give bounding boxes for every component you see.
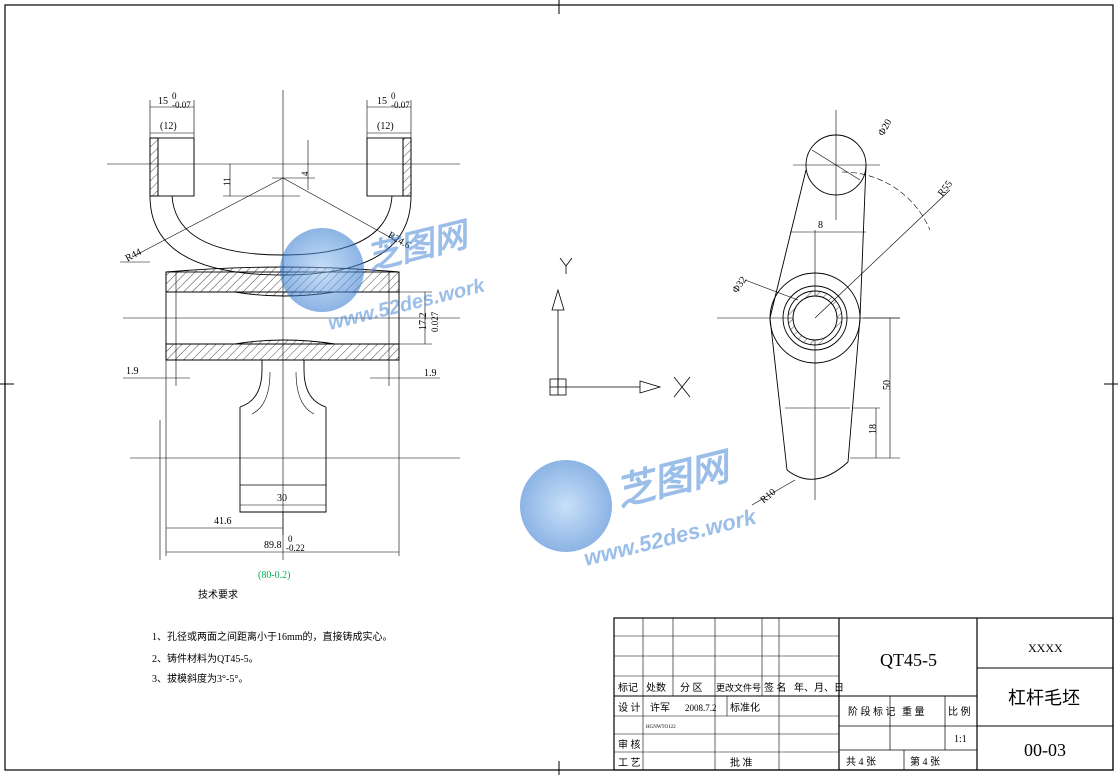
title-block bbox=[613, 617, 1114, 771]
dim-bottom bbox=[166, 504, 399, 560]
dim-30: 30 bbox=[277, 493, 287, 504]
dim-r55: R55 bbox=[936, 179, 955, 199]
header-mark: 标记 bbox=[618, 682, 638, 694]
drawing-number: 00-03 bbox=[1024, 740, 1066, 760]
dim-1-9-left: 1.9 bbox=[126, 366, 139, 377]
side-view bbox=[717, 110, 951, 506]
hub-inner-circle bbox=[782, 285, 848, 351]
company: XXXX bbox=[1028, 641, 1063, 655]
design-date: 2008.7.2 bbox=[685, 703, 717, 713]
dim-17: 17.2 bbox=[418, 313, 429, 331]
watermark-globe-icon bbox=[520, 460, 612, 552]
designer: 许军 bbox=[650, 702, 670, 714]
notes-heading: 技术要求 bbox=[198, 588, 238, 601]
header-date: 年、月、日 bbox=[794, 681, 844, 694]
dim-ear-left: 15 bbox=[158, 96, 168, 107]
dim-ear-right-tol-lower: -0.07 bbox=[391, 100, 410, 110]
dim-phi20: Φ20 bbox=[876, 117, 894, 137]
watermark-cn: 芝图网 bbox=[612, 445, 738, 515]
front-view-labels: 15 0 -0.07 (12) 15 0 -0.07 (12) 11 4 R44… bbox=[124, 91, 440, 581]
lower-end-arc bbox=[786, 461, 849, 480]
design-label: 设 计 bbox=[618, 701, 641, 714]
dim-1-9 bbox=[123, 360, 440, 560]
material: QT45-5 bbox=[880, 650, 937, 670]
dim-ear-right-ref: (12) bbox=[377, 121, 394, 132]
leader-r24 bbox=[282, 177, 396, 241]
standardize-label: 标准化 bbox=[730, 701, 760, 714]
header-change-doc: 更改文件号 bbox=[716, 682, 761, 693]
approve-label: 批 准 bbox=[730, 756, 753, 769]
header-zone: 分 区 bbox=[680, 682, 703, 694]
sheet-number: 第 4 张 bbox=[910, 755, 940, 768]
center-lines bbox=[107, 90, 460, 535]
hub-bottom-section bbox=[165, 339, 400, 361]
right-ear-wall bbox=[402, 137, 412, 197]
dim-18: 18 bbox=[868, 424, 879, 434]
watermark-globe-icon bbox=[280, 228, 364, 312]
dim-ear-right: 15 bbox=[377, 96, 387, 107]
left-ear-wall bbox=[149, 137, 159, 197]
dim-phi32: Φ32 bbox=[730, 275, 749, 295]
scale-value: 1:1 bbox=[954, 734, 967, 745]
dim-89-8-tol-upper: 0 bbox=[288, 534, 293, 544]
dim-17-tol: 0.027 bbox=[430, 311, 440, 332]
dim-11: 11 bbox=[222, 177, 232, 186]
dim-8: 8 bbox=[818, 220, 823, 231]
dim-41-6: 41.6 bbox=[214, 516, 232, 527]
dim-1-9-right: 1.9 bbox=[424, 368, 437, 379]
dim-ear-left-ref: (12) bbox=[160, 121, 177, 132]
dim-ear-widths bbox=[149, 100, 412, 138]
fork-inner-arc bbox=[171, 195, 393, 256]
watermark-cn: 芝图网 bbox=[363, 215, 476, 278]
dim-r10: R10 bbox=[758, 487, 778, 506]
header-count: 处数 bbox=[646, 681, 666, 694]
watermark-bottom: 芝图网 www.52des.work bbox=[520, 445, 760, 571]
small-code: HGNWTO122 bbox=[646, 725, 676, 730]
dim-4: 4 bbox=[300, 171, 310, 176]
review-label: 审 核 bbox=[618, 738, 641, 751]
leader-r44 bbox=[135, 177, 284, 256]
note-2: 2、铸件材料为QT45-5。 bbox=[152, 652, 259, 665]
dim-89-8-tol-lower: -0.22 bbox=[286, 543, 305, 553]
note-3: 3、拔模斜度为3°-5°。 bbox=[152, 672, 248, 685]
weight-label: 重 量 bbox=[902, 705, 925, 718]
dim-50: 50 bbox=[882, 380, 893, 390]
header-sign: 签 名 bbox=[764, 681, 787, 694]
dim-ear-left-tol-upper: 0 bbox=[172, 91, 177, 101]
dim-ear-right-tol-upper: 0 bbox=[391, 91, 396, 101]
dim-r44: R44 bbox=[124, 247, 144, 265]
dim-small-vertical bbox=[223, 140, 315, 197]
side-view-labels: Φ20 R55 8 Φ32 50 18 R10 Y X bbox=[730, 117, 954, 505]
front-view bbox=[107, 90, 460, 560]
dim-green: (80-0.2) bbox=[258, 570, 291, 581]
dim-89-8: 89.8 bbox=[264, 540, 282, 551]
dim-ear-left-tol-lower: -0.07 bbox=[172, 100, 191, 110]
stage-label: 阶 段 标 记 bbox=[848, 705, 896, 718]
arc-r55 bbox=[841, 171, 931, 231]
sheets-total: 共 4 张 bbox=[846, 756, 876, 768]
note-1: 1、孔径或两面之间距离小于16mm的，直接铸成实心。 bbox=[152, 630, 393, 643]
title-block-text: 标记 处数 分 区 更改文件号 签 名 年、月、日 设 计 许军 2008.7.… bbox=[618, 641, 1080, 769]
technical-notes: 技术要求 1、孔径或两面之间距离小于16mm的，直接铸成实心。 2、铸件材料为Q… bbox=[152, 588, 393, 685]
ucs-icon bbox=[549, 257, 691, 398]
process-label: 工 艺 bbox=[618, 757, 641, 769]
scale-label: 比 例 bbox=[948, 705, 971, 718]
part-name: 杠杆毛坯 bbox=[1008, 688, 1080, 708]
